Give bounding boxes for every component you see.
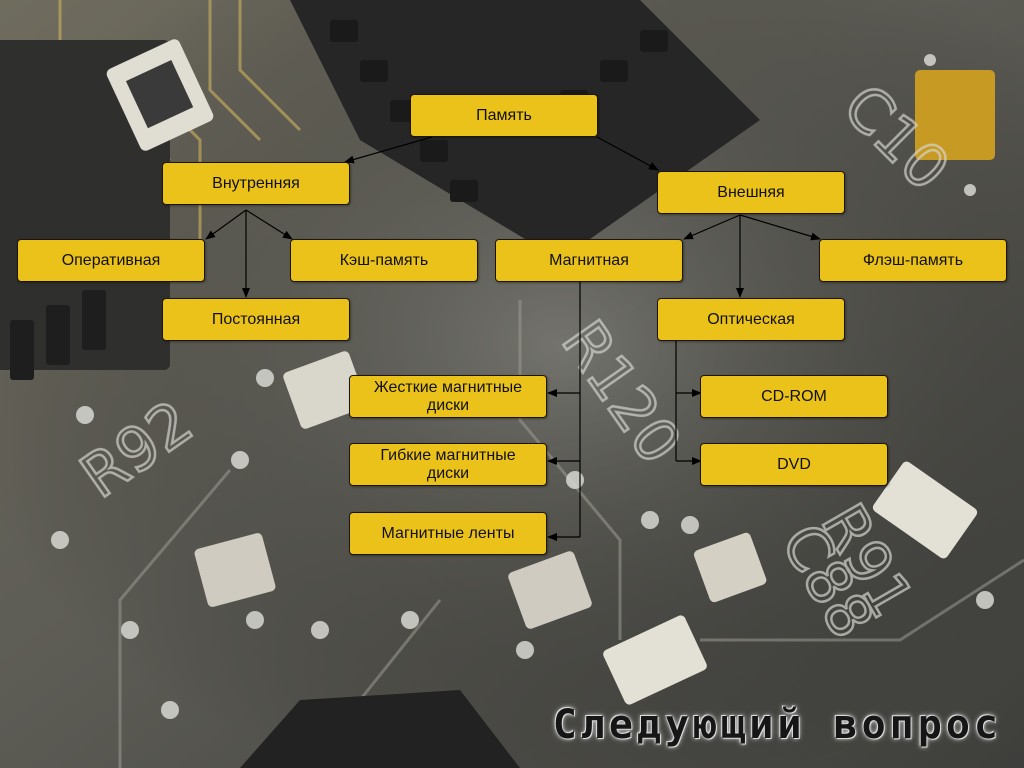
node-cache: Кэш-память — [290, 239, 478, 282]
node-tapes-label: Магнитные ленты — [381, 524, 515, 542]
node-floppy: Гибкие магнитные диски — [349, 443, 547, 486]
node-magnetic-label: Магнитная — [549, 251, 629, 269]
node-floppy-label-line1: Гибкие магнитные — [380, 446, 516, 464]
node-rom: Постоянная — [162, 298, 350, 341]
node-memory: Память — [410, 94, 598, 137]
edge-internal-cache — [245, 209, 293, 240]
next-question-link[interactable]: Следующий вопрос — [552, 702, 1002, 748]
node-rom-label: Постоянная — [211, 310, 301, 328]
node-flash: Флэш-память — [819, 239, 1007, 282]
node-cache-label: Кэш-память — [339, 251, 429, 269]
node-ram: Оперативная — [17, 239, 205, 282]
edge-external-magnetic — [683, 214, 741, 240]
edge-memory-external — [596, 136, 659, 171]
edge-internal-ram — [205, 209, 247, 240]
node-hdd: Жесткие магнитные диски — [349, 375, 547, 418]
node-optical: Оптическая — [657, 298, 845, 341]
node-internal: Внутренняя — [162, 162, 350, 205]
node-optical-label: Оптическая — [707, 310, 795, 328]
node-flash-label: Флэш-память — [862, 251, 964, 269]
node-dvd-label: DVD — [777, 455, 811, 473]
node-cdrom-label: CD-ROM — [761, 387, 827, 405]
node-internal-label: Внутренняя — [212, 174, 300, 192]
node-external: Внешняя — [657, 171, 845, 214]
edge-external-flash — [739, 214, 821, 241]
node-ram-label: Оперативная — [61, 251, 161, 269]
node-hdd-label-line1: Жесткие магнитные — [373, 378, 523, 396]
node-tapes: Магнитные ленты — [349, 512, 547, 555]
node-hdd-label-line2: диски — [426, 396, 470, 414]
node-cdrom: CD-ROM — [700, 375, 888, 418]
node-memory-label: Память — [476, 106, 532, 124]
edge-memory-internal — [344, 136, 433, 164]
node-floppy-label-line2: диски — [426, 464, 470, 482]
node-dvd: DVD — [700, 443, 888, 486]
node-external-label: Внешняя — [717, 183, 785, 201]
node-magnetic: Магнитная — [495, 239, 683, 282]
